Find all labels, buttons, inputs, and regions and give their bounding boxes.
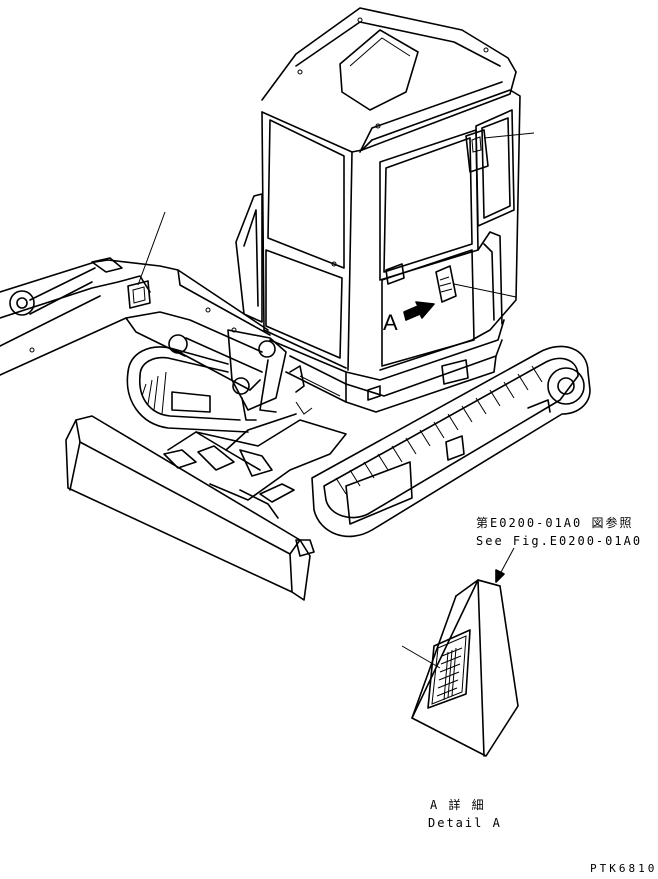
revolving-frame — [269, 319, 505, 413]
dozer-blade — [65, 415, 315, 601]
detail-a-view — [401, 547, 519, 757]
view-letter: A — [383, 310, 398, 335]
detail-en: Detail A — [428, 816, 502, 830]
drawing-number: PTK6810 — [590, 862, 658, 875]
center-frame — [167, 401, 347, 503]
boom-decal — [127, 211, 166, 309]
detail-jp: A 詳 細 — [430, 798, 486, 812]
view-arrow — [403, 301, 435, 321]
reference-en: See Fig.E0200-01A0 — [476, 534, 643, 548]
reference-jp: 第E0200-01A0 図参照 — [476, 516, 634, 530]
cab — [235, 7, 535, 371]
right-track — [311, 345, 591, 538]
swing-bracket — [227, 329, 287, 421]
boom-arm — [0, 257, 271, 391]
left-track — [126, 346, 249, 433]
